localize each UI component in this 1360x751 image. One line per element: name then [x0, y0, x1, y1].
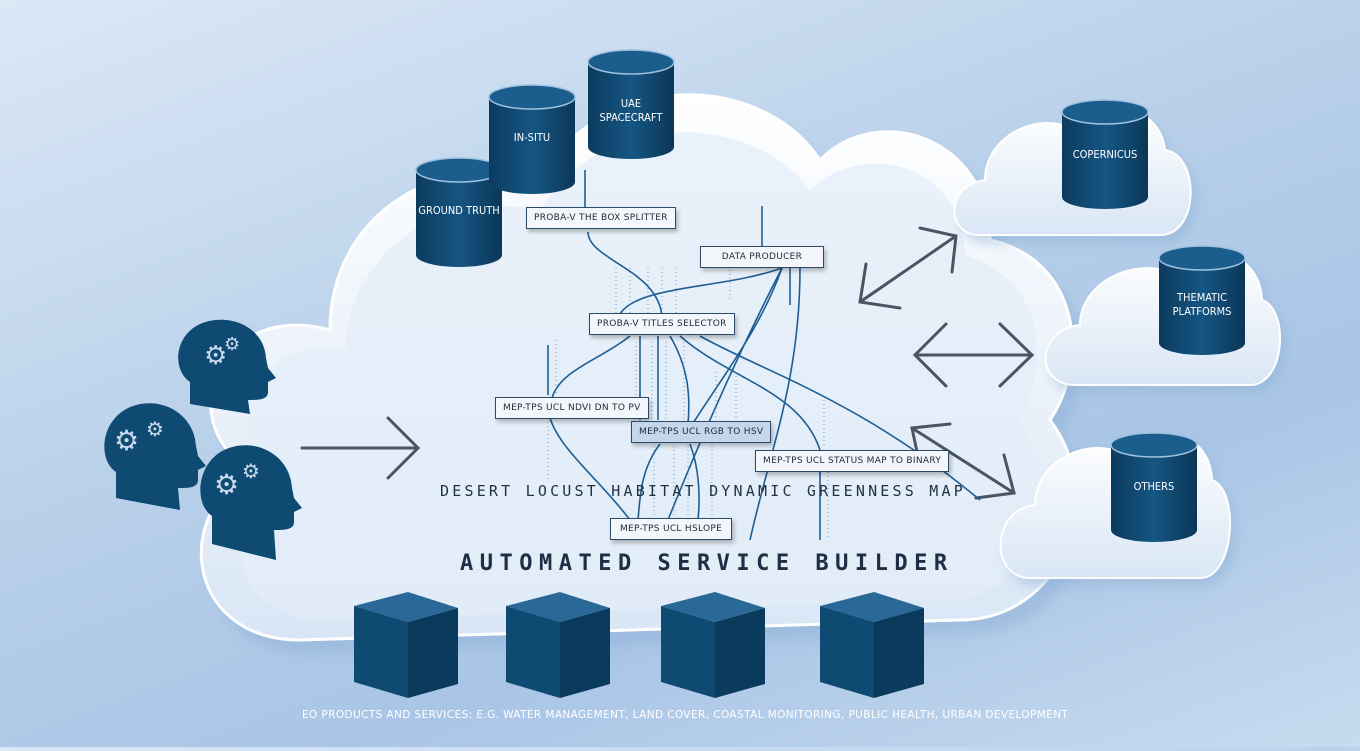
- copernicus-label: COPERNICUS: [1073, 148, 1138, 161]
- cylinder-copernicus: COPERNICUS: [1061, 99, 1149, 209]
- thematic-label: THEMATIC: [1176, 291, 1227, 304]
- gear-icon: ⚙: [114, 424, 139, 457]
- arrow-thematic: [912, 322, 1035, 388]
- arrow-users-in: [300, 416, 421, 480]
- diagram-title: DESERT LOCUST HABITAT DYNAMIC GREENNESS …: [440, 482, 966, 500]
- cylinder-thematic-platforms: THEMATIC PLATFORMS: [1158, 245, 1246, 355]
- cube-1: [354, 592, 458, 698]
- cylinder-uae-spacecraft: UAE SPACECRAFT: [587, 49, 675, 159]
- footer-caption: EO PRODUCTS AND SERVICES: E.G. WATER MAN…: [302, 709, 1069, 721]
- node-hslope[interactable]: MEP-TPS UCL HSLOPE: [610, 518, 732, 540]
- others-label: OTHERS: [1134, 480, 1175, 493]
- ground-truth-label: GROUND TRUTH: [418, 204, 499, 217]
- gear-icon: ⚙: [224, 334, 240, 355]
- arrow-copernicus: [858, 226, 958, 310]
- cylinder-others: OTHERS: [1110, 432, 1198, 542]
- gear-icon: ⚙: [146, 417, 164, 441]
- node-titles-selector[interactable]: PROBA-V TITLES SELECTOR: [589, 313, 735, 335]
- node-splitter[interactable]: PROBA-V THE BOX SPLITTER: [526, 207, 676, 229]
- head-left: ⚙ ⚙: [104, 403, 206, 510]
- node-data-producer[interactable]: DATA PRODUCER: [700, 246, 824, 268]
- node-rgb-hsv[interactable]: MEP-TPS UCL RGB TO HSV: [631, 421, 772, 443]
- user-heads: ⚙ ⚙ ⚙ ⚙ ⚙ ⚙: [104, 319, 302, 560]
- arrows-external: [300, 226, 1035, 500]
- in-situ-label: IN-SITU: [514, 131, 550, 144]
- platforms-label: PLATFORMS: [1173, 305, 1232, 318]
- node-status-map[interactable]: MEP-TPS UCL STATUS MAP TO BINARY: [755, 450, 950, 472]
- product-cubes: [354, 592, 924, 698]
- gear-icon: ⚙: [204, 341, 227, 371]
- gear-icon: ⚙: [214, 468, 239, 501]
- uae-label: UAE: [621, 97, 641, 110]
- head-top: ⚙ ⚙: [178, 319, 276, 414]
- cube-4: [820, 592, 924, 698]
- node-ndvi[interactable]: MEP-TPS UCL NDVI DN TO PV: [495, 397, 649, 419]
- head-right: ⚙ ⚙: [200, 445, 302, 560]
- diagram-subtitle: AUTOMATED SERVICE BUILDER: [460, 551, 954, 576]
- gear-icon: ⚙: [242, 459, 260, 483]
- cube-2: [506, 592, 610, 698]
- spacecraft-label: SPACECRAFT: [600, 111, 664, 124]
- cube-3: [661, 592, 765, 698]
- cylinder-in-situ: IN-SITU: [488, 84, 576, 194]
